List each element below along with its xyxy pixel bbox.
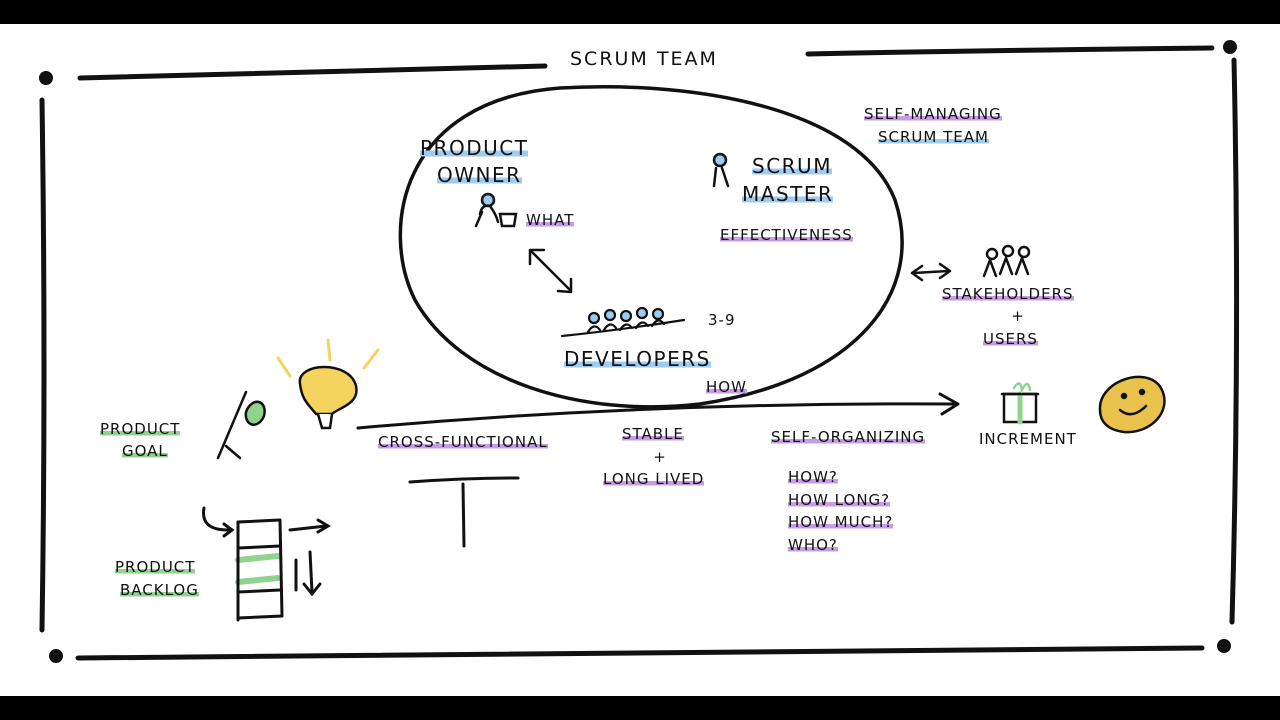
product-backlog-icon [202, 506, 331, 622]
smiley-icon [1098, 375, 1166, 434]
developers-icon [560, 306, 686, 338]
question-3: HOW MUCH? [788, 513, 894, 531]
effectiveness-label: EFFECTIVENESS [720, 226, 853, 244]
stakeholders-label: STAKEHOLDERS [942, 285, 1074, 303]
users-label: USERS [983, 330, 1038, 348]
product-owner-icon [474, 192, 518, 228]
lightbulb-icon [276, 338, 380, 430]
stakeholders-icon [982, 244, 1031, 278]
question-4: WHO? [788, 536, 838, 554]
developers-label: DEVELOPERS [564, 347, 711, 371]
product-owner-label-2: OWNER [437, 163, 522, 187]
self-managing-team-label: SCRUM TEAM [878, 128, 989, 146]
scrum-master-label-2: MASTER [742, 182, 834, 206]
product-backlog-label-2: BACKLOG [120, 581, 199, 599]
stakeholders-plus: + [1011, 307, 1025, 325]
scrum-master-icon [712, 152, 730, 188]
product-goal-label-2: GOAL [122, 442, 168, 460]
stable-label: STABLE [622, 425, 684, 443]
cross-functional-label: CROSS-FUNCTIONAL [378, 433, 548, 451]
stakeholders-arrow [910, 262, 952, 282]
team-size-label: 3-9 [708, 311, 736, 329]
self-managing-label: SELF-MANAGING [864, 105, 1002, 123]
page-title: SCRUM TEAM [570, 48, 718, 70]
increment-gift-icon [1000, 382, 1040, 425]
what-label: WHAT [526, 211, 575, 229]
product-goal-pencil-icon [216, 390, 266, 460]
frame-border [39, 45, 1240, 661]
question-1: HOW? [788, 468, 838, 486]
increment-label: INCREMENT [979, 430, 1077, 448]
stable-plus: + [653, 448, 667, 466]
question-2: HOW LONG? [788, 491, 891, 509]
self-organizing-label: SELF-ORGANIZING [771, 428, 926, 446]
t-shape [408, 476, 520, 548]
product-backlog-label: PRODUCT [115, 558, 196, 576]
team-boundary-ellipse [398, 85, 904, 409]
scrum-master-label: SCRUM [752, 154, 832, 178]
product-goal-label: PRODUCT [100, 420, 181, 438]
timeline-arrow [356, 392, 960, 430]
long-lived-label: LONG LIVED [603, 470, 705, 488]
po-developers-arrow [528, 248, 573, 294]
frame-corner-dots [39, 40, 1237, 663]
product-owner-label: PRODUCT [420, 136, 529, 160]
how-label: HOW [706, 378, 747, 396]
